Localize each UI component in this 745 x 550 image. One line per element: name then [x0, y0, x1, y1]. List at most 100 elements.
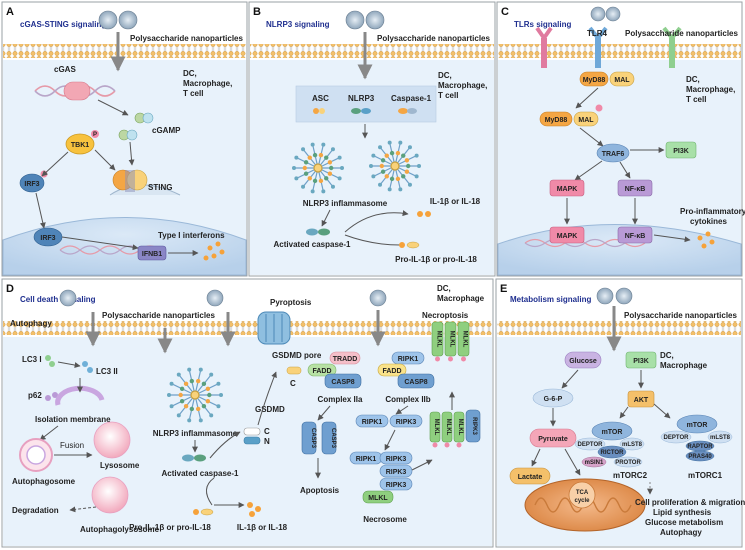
mlkl-unit-label: MLKL [436, 331, 442, 348]
mlkl-unit [444, 321, 457, 357]
irf3-label: IRF3 [24, 181, 39, 188]
ripk1-b-label: RIPK1 [362, 419, 383, 426]
mlst8-2-label: mLST8 [622, 442, 643, 448]
components-box [295, 85, 437, 123]
panel-b: B NLRP3 signaling Polysaccharide nanopar… [248, 1, 496, 277]
outcomes-line-1: Cell proliferation & migration [635, 498, 745, 507]
mal-a-node [609, 71, 635, 87]
necro-ripk1-label: RIPK1 [356, 456, 377, 463]
mal-phospho-icon [595, 104, 603, 112]
casp8-node [324, 373, 362, 389]
gsdmd-pore-icon [257, 311, 291, 345]
nlrp3-icon [351, 108, 371, 114]
panel-c-membrane [498, 44, 741, 58]
nanoparticle-icon [590, 6, 621, 22]
mtorc1-complex [660, 414, 733, 462]
cytokine-release-arrow [653, 234, 691, 243]
mlkl-unit-label: MLKL [457, 419, 463, 436]
pyruvate-to-tca-arrow [564, 448, 581, 476]
nfkb-nuc-node [617, 226, 653, 244]
tradd-node [329, 351, 361, 365]
nfkb-nuc-label: NF-κB [625, 233, 646, 240]
il-pro-icon [399, 241, 420, 249]
mlkl-unit [453, 411, 465, 443]
complex-iia-label: Complex IIa [318, 395, 363, 404]
lc3i-label: LC3 I [22, 355, 42, 364]
iib-to-ripk-arrow [395, 405, 409, 415]
mlkl-unit [431, 321, 444, 357]
traf6-label: TRAF6 [602, 151, 625, 158]
complex-iib-label: Complex IIb [385, 395, 430, 404]
pi3k-c-label: PI3K [673, 148, 689, 155]
mtorc2-complex [574, 421, 645, 468]
mapk-nuc-node [549, 226, 585, 244]
gsdmd-c-label: C [264, 427, 270, 436]
necroptosis-label: Necroptosis [422, 311, 469, 320]
mlkl-unit [441, 411, 453, 443]
g6p-node [532, 388, 574, 408]
il-mature-icon [247, 502, 261, 517]
panel-b-title: NLRP3 signaling [266, 20, 330, 29]
gsdmd-icon [243, 427, 261, 445]
caspase-1-icon [306, 228, 330, 236]
asc-icon [313, 108, 325, 114]
glucose-label: Glucose [569, 358, 597, 365]
nanoparticle-icon [98, 10, 138, 30]
il-pro-d-label: Pro-IL-1β or pro-IL-18 [129, 523, 211, 532]
outcomes-line-3: Glucose metabolism [645, 518, 723, 527]
phospho-icon [456, 442, 462, 448]
fadd-label: FADD [312, 368, 331, 375]
inflammasome-icon [292, 142, 344, 194]
cgas-to-cgamp-arrow [97, 99, 129, 116]
cgas-dna-icon [34, 81, 116, 101]
mtorc2-label: mTORC2 [613, 471, 648, 480]
panel-d-letter: D [6, 283, 14, 295]
lc3ii-icon [82, 361, 93, 373]
mlst8-1-label: mLST8 [710, 435, 731, 441]
casp3-label-2: CASP3 [330, 428, 336, 449]
protor-label: PROTOR [615, 460, 641, 466]
ripk1-node [391, 351, 425, 365]
activated-caspase-label: Activated caspase-1 [274, 240, 351, 249]
outcomes-line-2: Lipid synthesis [653, 508, 712, 517]
cytokine-particles-icon [697, 231, 715, 249]
panel-d-cells-2: Macrophage [437, 294, 485, 303]
akt-to-mtorc2-arrow [619, 406, 629, 419]
deptor1-label: DEPTOR [664, 435, 690, 441]
cytokine-particles-icon [203, 241, 225, 261]
tca-label-2: cycle [574, 498, 590, 504]
asc-label: ASC [312, 94, 329, 103]
necro-ripk3-b-node [379, 464, 413, 478]
mlkl-unit-label: MLKL [445, 419, 451, 436]
outcomes-line-4: Autophagy [660, 528, 702, 537]
casp8b-label: CASP8 [404, 379, 427, 386]
panel-c-letter: C [501, 6, 509, 18]
ifnb1-node [137, 245, 167, 261]
gsdmd-c-fragment-icon [286, 366, 302, 375]
ripk3-node [389, 414, 423, 428]
myd88-a-label: MyD88 [583, 77, 606, 84]
irf3-node [19, 173, 45, 193]
panel-e: E Metabolism signaling Polysaccharide na… [495, 278, 745, 548]
substrate-line [344, 234, 401, 246]
isolation-membrane-icon [55, 385, 105, 406]
activation-arrow [321, 209, 331, 227]
lysosome-label: Lysosome [100, 461, 140, 470]
phospho-icon [435, 356, 440, 362]
casp1-icon [398, 108, 417, 114]
tlr4-label: TLR4 [587, 29, 608, 38]
ripk3-label: RIPK3 [396, 419, 417, 426]
panel-e-cells-2: Macrophage [660, 361, 708, 370]
isolation-label: Isolation membrane [35, 415, 111, 424]
irf3-translocate-arrow [35, 192, 46, 229]
p62-icon [45, 392, 58, 401]
mlkl-unit-label: MLKL [449, 331, 455, 348]
mlkl-unit [457, 321, 470, 357]
panel-d-membrane [3, 321, 492, 335]
nanoparticle-icon [59, 289, 387, 307]
mtorc1-label: mTORC1 [688, 471, 723, 480]
panel-e-membrane [497, 321, 741, 335]
cgamp-to-sting-arrow [128, 141, 135, 166]
pyruvate-node [529, 428, 577, 448]
